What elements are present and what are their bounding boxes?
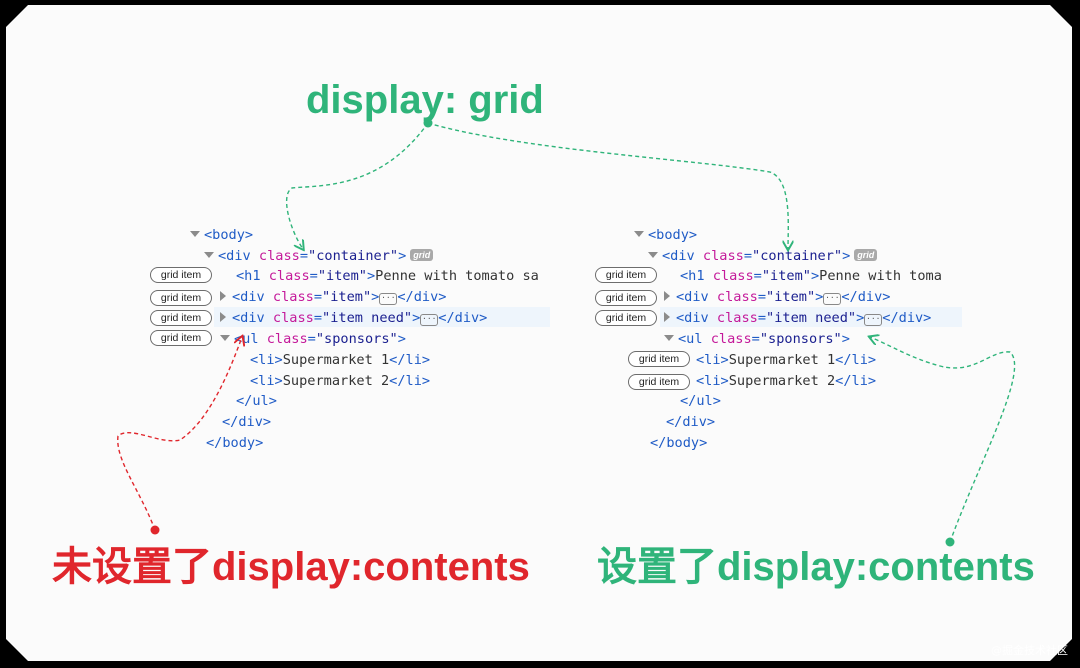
corner-mark <box>1050 5 1072 27</box>
tree-line-div-item-need: <div class="item need">···</div> <box>664 308 962 328</box>
tree-line-ul-close: </ul> <box>236 393 277 409</box>
ellipsis-icon[interactable]: ··· <box>420 314 439 326</box>
highlight-row <box>660 307 962 327</box>
arrow-to-left-container <box>285 122 429 249</box>
tree-line-div-item: <div class="item">···</div> <box>220 287 446 307</box>
collapse-arrow-icon[interactable] <box>634 231 644 237</box>
collapse-arrow-icon[interactable] <box>220 335 230 341</box>
tree-line-li-2: <li>Supermarket 2</li> <box>696 373 877 389</box>
grid-item-badge[interactable]: grid item <box>595 267 657 283</box>
caption-without-contents: 未设置了display:contents <box>52 545 530 589</box>
tree-line-container: <div class="container">grid <box>204 246 434 266</box>
tree-line-ul: <ul class="sponsors"> <box>220 329 406 349</box>
expand-arrow-icon[interactable] <box>220 291 226 301</box>
grid-badge[interactable]: grid <box>410 249 434 261</box>
highlight-row <box>214 307 550 327</box>
tree-line-li-1: <li>Supermarket 1</li> <box>250 352 431 368</box>
grid-item-badge[interactable]: grid item <box>150 330 212 346</box>
collapse-arrow-icon[interactable] <box>190 231 200 237</box>
tree-line-div-close: </div> <box>666 414 716 430</box>
expand-arrow-icon[interactable] <box>664 291 670 301</box>
grid-badge[interactable]: grid <box>854 249 878 261</box>
arrow-to-right-container <box>427 122 788 249</box>
collapse-arrow-icon[interactable] <box>664 335 674 341</box>
corner-mark <box>1050 639 1072 661</box>
tree-line-li-1: <li>Supermarket 1</li> <box>696 352 877 368</box>
tree-line-h1: <h1 class="item">Penne with toma <box>680 268 942 284</box>
tree-line-body-close: </body> <box>206 435 264 451</box>
collapse-arrow-icon[interactable] <box>204 252 214 258</box>
arrow-to-right-sponsors <box>870 337 1016 543</box>
tree-line-container: <div class="container">grid <box>648 246 878 266</box>
collapse-arrow-icon[interactable] <box>648 252 658 258</box>
arrow-to-left-sponsors <box>117 337 242 531</box>
corner-mark <box>6 5 28 27</box>
tree-line-h1: <h1 class="item">Penne with tomato sa <box>236 268 539 284</box>
tree-line-body: <body> <box>634 225 697 245</box>
grid-item-badge[interactable]: grid item <box>150 267 212 283</box>
tree-line-body-close: </body> <box>650 435 708 451</box>
ellipsis-icon[interactable]: ··· <box>379 293 398 305</box>
grid-item-badge[interactable]: grid item <box>150 310 212 326</box>
tree-line-div-item: <div class="item">···</div> <box>664 287 890 307</box>
title-display-grid: display: grid <box>306 78 544 122</box>
tree-line-body: <body> <box>190 225 253 245</box>
grid-item-badge[interactable]: grid item <box>150 290 212 306</box>
grid-item-badge[interactable]: grid item <box>628 374 690 390</box>
corner-mark <box>6 639 28 661</box>
grid-item-badge[interactable]: grid item <box>595 290 657 306</box>
grid-item-badge[interactable]: grid item <box>628 351 690 367</box>
caption-with-contents: 设置了display:contents <box>597 545 1035 589</box>
watermark: @掘金技术社区 <box>991 644 1068 657</box>
grid-item-badge[interactable]: grid item <box>595 310 657 326</box>
tree-line-ul-close: </ul> <box>680 393 721 409</box>
ellipsis-icon[interactable]: ··· <box>864 314 883 326</box>
ellipsis-icon[interactable]: ··· <box>823 293 842 305</box>
tree-line-div-close: </div> <box>222 414 272 430</box>
expand-arrow-icon[interactable] <box>220 312 226 322</box>
tree-line-div-item-need: <div class="item need">···</div> <box>220 308 487 328</box>
tree-line-li-2: <li>Supermarket 2</li> <box>250 373 431 389</box>
tree-line-ul: <ul class="sponsors"> <box>664 329 850 349</box>
expand-arrow-icon[interactable] <box>664 312 670 322</box>
